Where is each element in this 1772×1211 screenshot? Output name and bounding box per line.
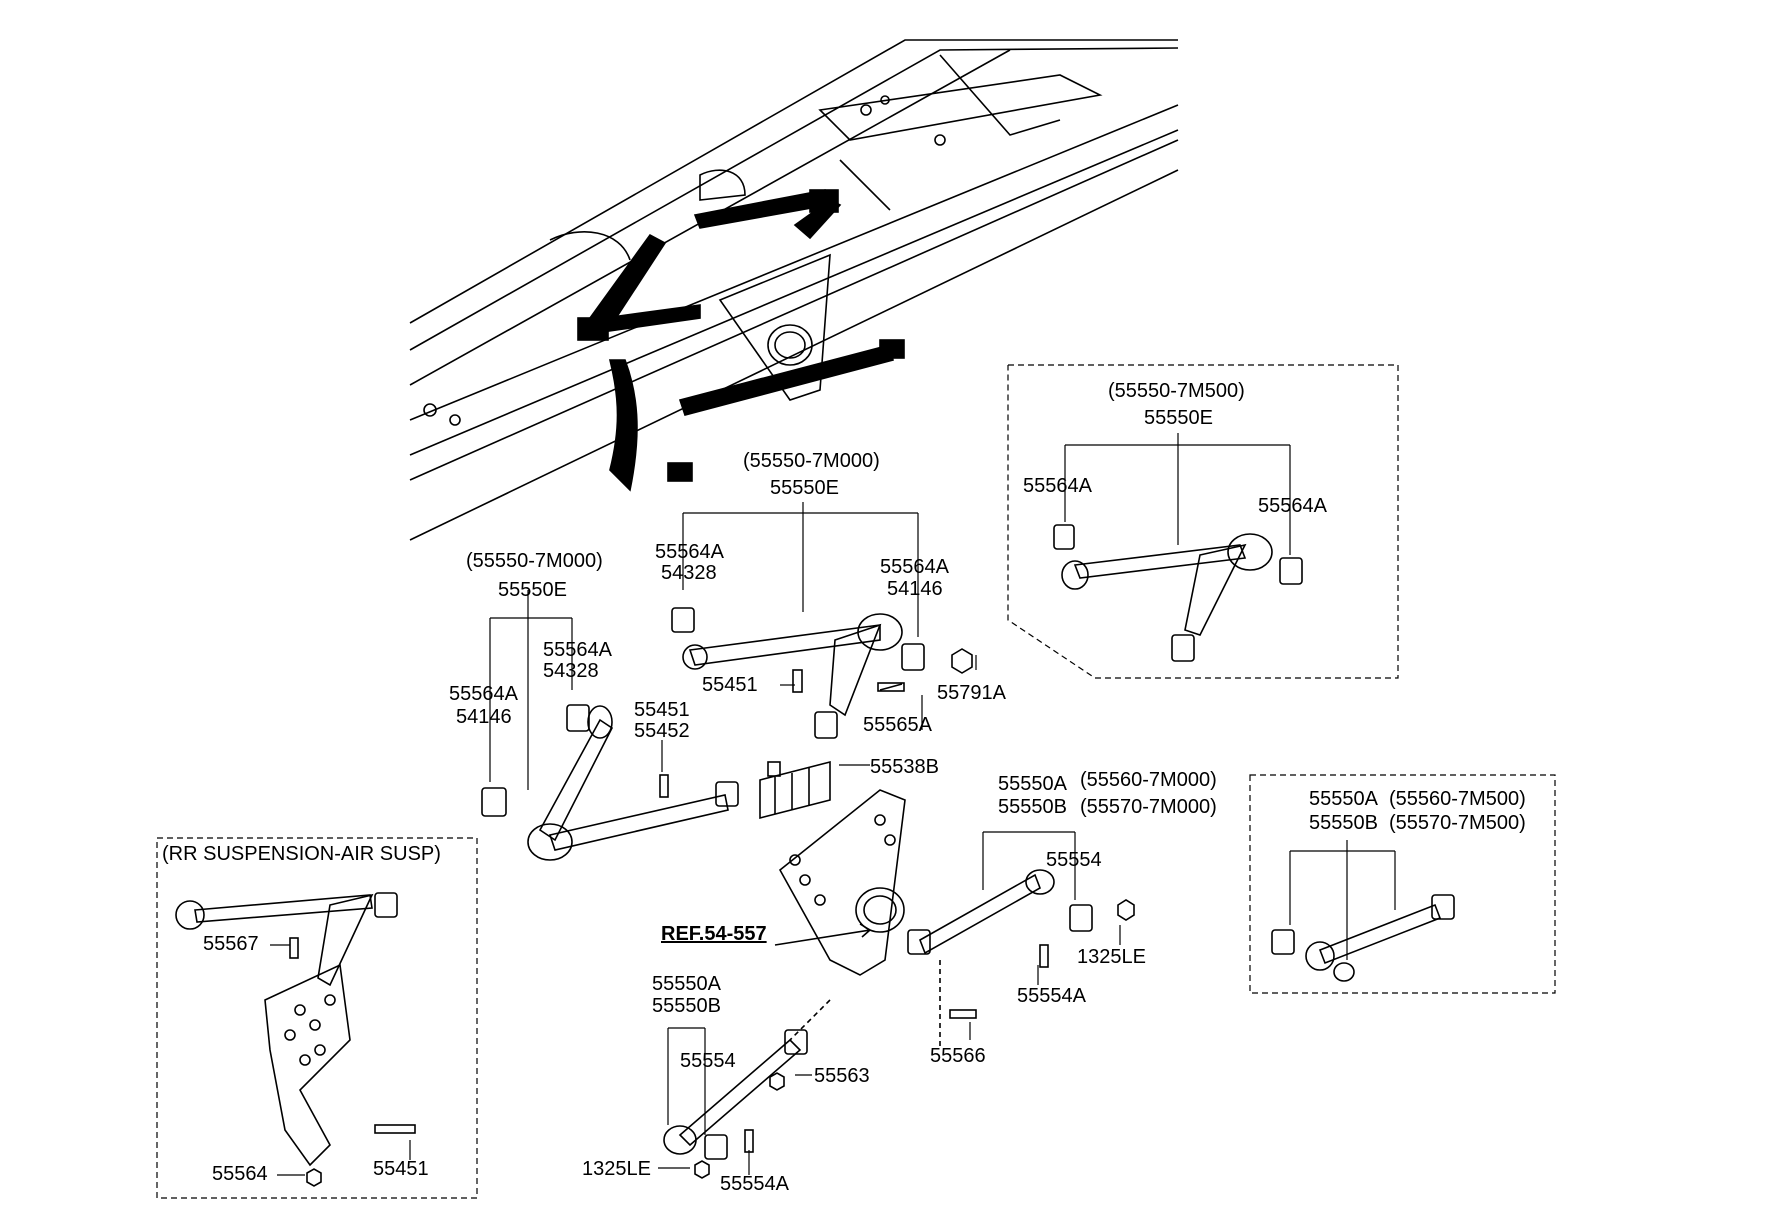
- lower-nut-b-label: 55563: [814, 1065, 870, 1087]
- box1-left-label: 55564A: [1023, 475, 1092, 497]
- box2-b-label: 55550B: [1309, 812, 1378, 834]
- shim-plate: [759, 760, 831, 820]
- box3-bolt-label: 55567: [203, 933, 259, 955]
- left-group-paren-label: (55550-7M000): [466, 550, 603, 572]
- lower-bushing-label: 55554: [680, 1050, 736, 1072]
- right-arm-a-label: 55550A: [998, 773, 1067, 795]
- leader-lines: [489, 502, 1121, 1175]
- lower-arm-a-label: 55550A: [652, 973, 721, 995]
- lower-bolt2-label: 55554A: [720, 1173, 789, 1195]
- right-bolt-label: 55554A: [1017, 985, 1086, 1007]
- right-torque-rod: [907, 869, 1135, 1050]
- lower-left-arm: [481, 704, 739, 861]
- upper-v-arm: [671, 607, 973, 739]
- chassis-frame: [409, 39, 1179, 541]
- box3-bolt2-label: 55451: [373, 1158, 429, 1180]
- box2-b-paren-label: (55570-7M500): [1389, 812, 1526, 834]
- left-bushing2-b-label: 54146: [456, 706, 512, 728]
- lower-torque-rod: [663, 999, 831, 1179]
- right-nut-label: 1325LE: [1077, 946, 1146, 968]
- box2-a-label: 55550A: [1309, 788, 1378, 810]
- box1-code-label: 55550E: [1144, 407, 1213, 429]
- ref-label: REF.54-557: [661, 923, 767, 945]
- left-bolt-b-label: 55452: [634, 720, 690, 742]
- right-bushing-label: 55554: [1046, 849, 1102, 871]
- box1-paren-label: (55550-7M500): [1108, 380, 1245, 402]
- left-bolt-a-label: 55451: [634, 699, 690, 721]
- lower-nut-label: 1325LE: [582, 1158, 651, 1180]
- top-bolt2-label: 55565A: [863, 714, 932, 736]
- right-arm-b-label: 55550B: [998, 796, 1067, 818]
- left-bushing1-a-label: 55564A: [543, 639, 612, 661]
- top-nut-label: 55791A: [937, 682, 1006, 704]
- top-left-bushing-a-label: 55564A: [655, 541, 724, 563]
- top-right-bushing-b-label: 54146: [887, 578, 943, 600]
- lower-arm-b-label: 55550B: [652, 995, 721, 1017]
- right-arm-a-paren-label: (55560-7M000): [1080, 769, 1217, 791]
- box1-right-label: 55564A: [1258, 495, 1327, 517]
- top-group-code-label: 55550E: [770, 477, 839, 499]
- left-bushing1-b-label: 54328: [543, 660, 599, 682]
- box3-nut-label: 55564: [212, 1163, 268, 1185]
- frame-bracket: [718, 253, 831, 401]
- air-susp-box: [156, 837, 478, 1199]
- box2-a-paren-label: (55560-7M500): [1389, 788, 1526, 810]
- variant-box-7m500-rod: [1249, 774, 1556, 994]
- right-arm-b-paren-label: (55570-7M000): [1080, 796, 1217, 818]
- top-right-bushing-a-label: 55564A: [880, 556, 949, 578]
- shim-label: 55538B: [870, 756, 939, 778]
- variant-box-7m500: [1007, 364, 1399, 679]
- v-rod-installed: [577, 189, 905, 492]
- left-group-code-label: 55550E: [498, 579, 567, 601]
- axle-bracket: [778, 789, 906, 976]
- lower-bolt-label: 55566: [930, 1045, 986, 1067]
- left-bushing2-a-label: 55564A: [449, 683, 518, 705]
- top-left-bushing-b-label: 54328: [661, 562, 717, 584]
- top-group-paren-label: (55550-7M000): [743, 450, 880, 472]
- box3-title-label: (RR SUSPENSION-AIR SUSP): [162, 843, 441, 865]
- top-bolt-label: 55451: [702, 674, 758, 696]
